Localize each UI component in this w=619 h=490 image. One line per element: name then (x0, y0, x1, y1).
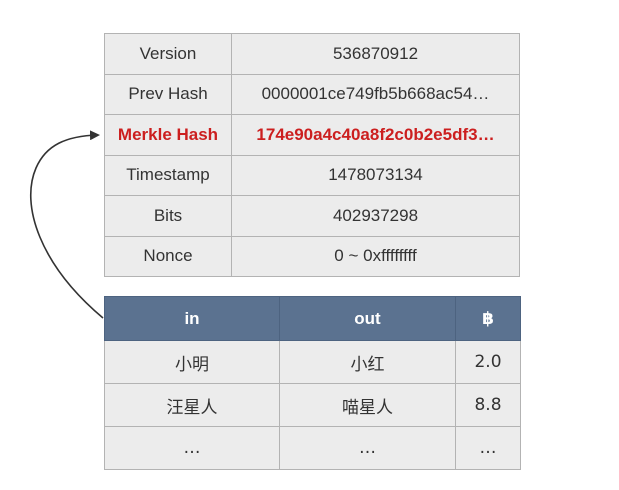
header-value: 536870912 (231, 33, 520, 75)
tx-row: 小明 小红 2.0 (104, 340, 521, 384)
header-value: 1478073134 (231, 154, 520, 196)
tx-amount-cell: … (455, 426, 521, 470)
header-row-timestamp: Timestamp 1478073134 (104, 154, 520, 196)
header-key: Merkle Hash (104, 114, 232, 156)
tx-out-cell: … (279, 426, 456, 470)
block-header-table: Version 536870912 Prev Hash 0000001ce749… (104, 33, 520, 277)
tx-row: 汪星人 喵星人 8.8 (104, 383, 521, 427)
header-value: 0000001ce749fb5b668ac54… (231, 73, 520, 115)
tx-col-out-header: out (279, 296, 456, 341)
header-key: Timestamp (104, 154, 232, 196)
header-row-nonce: Nonce 0 ~ 0xffffffff (104, 235, 520, 277)
bitcoin-symbol-header: ฿ (455, 296, 521, 341)
tx-header-row: in out ฿ (104, 296, 521, 341)
header-key: Bits (104, 195, 232, 237)
header-row-merkle-hash: Merkle Hash 174e90a4c40a8f2c0b2e5df3… (104, 114, 520, 156)
header-row-prev-hash: Prev Hash 0000001ce749fb5b668ac54… (104, 73, 520, 115)
header-row-bits: Bits 402937298 (104, 195, 520, 237)
tx-col-in-header: in (104, 296, 280, 341)
tx-amount-cell: 2.0 (455, 340, 521, 384)
header-value: 174e90a4c40a8f2c0b2e5df3… (231, 114, 520, 156)
tx-in-cell: 小明 (104, 340, 280, 384)
tx-out-cell: 喵星人 (279, 383, 456, 427)
header-row-version: Version 536870912 (104, 33, 520, 75)
arrow-curve (29, 130, 104, 319)
tx-in-cell: 汪星人 (104, 383, 280, 427)
header-value: 0 ~ 0xffffffff (231, 235, 520, 277)
tx-row: … … … (104, 426, 521, 470)
tx-in-cell: … (104, 426, 280, 470)
tx-out-cell: 小红 (279, 340, 456, 384)
header-key: Prev Hash (104, 73, 232, 115)
header-key: Nonce (104, 235, 232, 277)
transactions-table: in out ฿ 小明 小红 2.0 汪星人 喵星人 8.8 … … … (104, 296, 521, 470)
header-value: 402937298 (231, 195, 520, 237)
header-key: Version (104, 33, 232, 75)
tx-amount-cell: 8.8 (455, 383, 521, 427)
